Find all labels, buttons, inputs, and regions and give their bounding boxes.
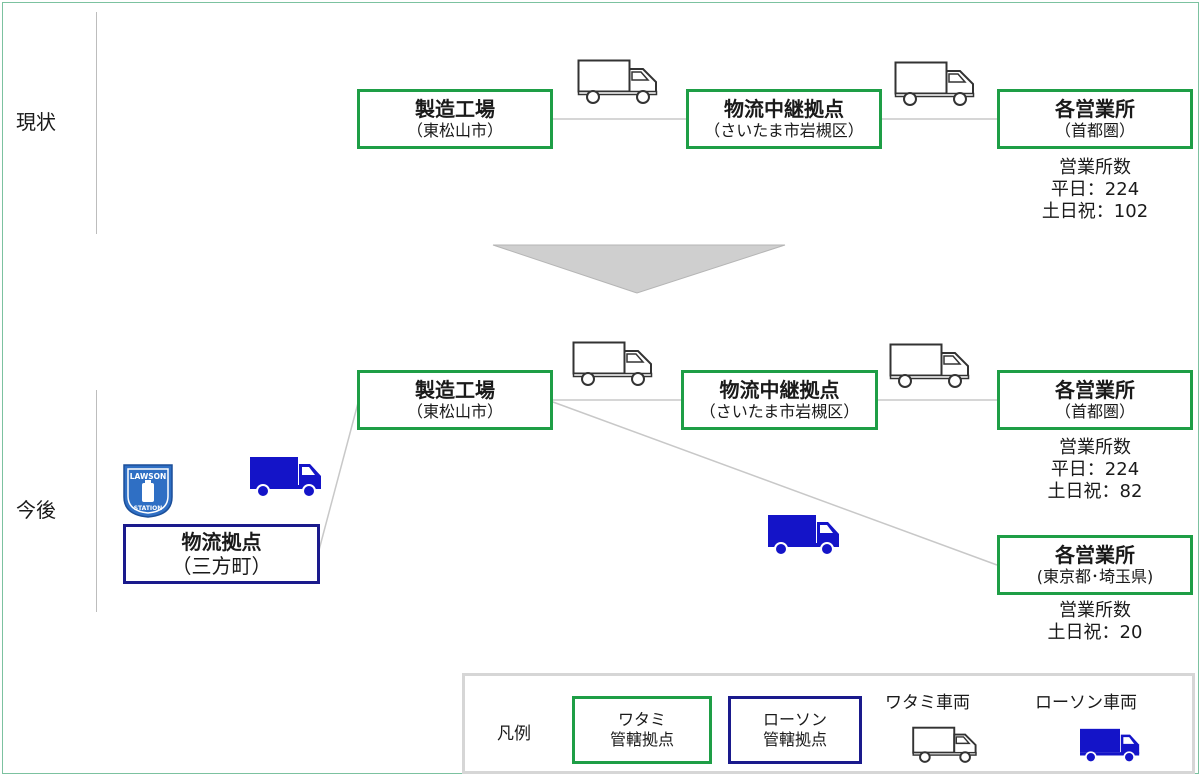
current-offices-sub: （首都圏）	[1054, 121, 1135, 141]
divider-current	[96, 12, 97, 234]
lawson-hub-title: 物流拠点	[181, 530, 262, 554]
current-relay-title: 物流中継拠点	[724, 97, 844, 122]
section-label-future: 今後	[16, 498, 56, 522]
section-label-current: 現状	[16, 110, 56, 134]
legend-watami-vehicle: ワタミ車両	[885, 693, 970, 713]
truck-outline-icon	[889, 343, 970, 388]
future-offices-metro-title: 各営業所	[1055, 378, 1135, 403]
current-info-line3: 土日祝：102	[1041, 201, 1149, 222]
down-triangle-arrow-icon	[492, 244, 786, 294]
lawson-station-logo-icon: LAWSON STATION	[123, 464, 173, 518]
future-factory-title: 製造工場	[415, 378, 495, 403]
lawson-hub-sub: （三方町）	[171, 554, 272, 578]
station-logo-text: STATION	[134, 505, 163, 512]
current-relay-box: 物流中継拠点 （さいたま市岩槻区）	[686, 89, 882, 149]
future-offices-metro-info: 営業所数 平日：224 土日祝：82	[1015, 437, 1175, 503]
lawson-logo-text: LAWSON	[130, 472, 167, 481]
current-factory-title: 製造工場	[415, 97, 495, 122]
current-offices-info: 営業所数 平日：224 土日祝：102	[1015, 157, 1175, 223]
current-offices-title: 各営業所	[1055, 97, 1135, 122]
future-offices-tokyo-info: 営業所数 土日祝：20	[1015, 600, 1175, 644]
future-factory-sub: （東松山市）	[406, 402, 503, 422]
legend-watami-base: ワタミ 管轄拠点	[572, 696, 712, 764]
current-info-line1: 営業所数	[1059, 157, 1131, 178]
truck-outline-icon	[577, 59, 658, 104]
legend-title: 凡例	[497, 724, 531, 744]
future-metro-info-line2: 平日：224	[1050, 459, 1140, 480]
future-relay-sub: （さいたま市岩槻区）	[699, 402, 860, 422]
current-factory-sub: （東松山市）	[406, 121, 503, 141]
future-relay-title: 物流中継拠点	[719, 378, 840, 403]
future-metro-info-line1: 営業所数	[1059, 437, 1131, 458]
divider-future	[96, 390, 97, 612]
current-relay-sub: （さいたま市岩槻区）	[704, 121, 864, 141]
future-tokyo-info-line1: 営業所数	[1059, 600, 1131, 621]
truck-outline-icon	[572, 341, 653, 386]
truck-outline-icon	[894, 61, 975, 106]
legend-lawson-vehicle: ローソン車両	[1035, 693, 1137, 713]
truck-outline-icon	[912, 726, 977, 763]
line-future-factory-tokyo	[552, 401, 998, 566]
legend-watami-base-line2: 管轄拠点	[609, 730, 674, 749]
truck-filled-icon	[250, 457, 321, 498]
line-lawson-factory	[318, 402, 359, 551]
future-offices-tokyo-title: 各営業所	[1055, 543, 1135, 568]
future-metro-info-line3: 土日祝：82	[1047, 481, 1143, 502]
future-factory-box: 製造工場 （東松山市）	[357, 370, 553, 430]
future-offices-tokyo-box: 各営業所 (東京都･埼玉県)	[997, 535, 1193, 595]
legend-watami-base-line1: ワタミ	[617, 710, 666, 729]
current-offices-box: 各営業所 （首都圏）	[997, 89, 1193, 149]
lawson-hub-box: 物流拠点 （三方町）	[123, 524, 320, 584]
future-tokyo-info-line2: 土日祝：20	[1047, 622, 1143, 643]
future-offices-tokyo-sub: (東京都･埼玉県)	[1036, 567, 1154, 587]
current-info-line2: 平日：224	[1050, 179, 1140, 200]
future-offices-metro-sub: （首都圏）	[1054, 402, 1135, 422]
truck-filled-icon	[1080, 728, 1140, 763]
future-relay-box: 物流中継拠点 （さいたま市岩槻区）	[681, 370, 878, 430]
legend-lawson-base-line2: 管轄拠点	[762, 730, 827, 749]
legend: 凡例 ワタミ 管轄拠点 ローソン 管轄拠点 ワタミ車両 ローソン車両	[462, 673, 1195, 774]
legend-lawson-base-line1: ローソン	[762, 710, 827, 729]
legend-lawson-base: ローソン 管轄拠点	[728, 696, 862, 764]
future-offices-metro-box: 各営業所 （首都圏）	[997, 370, 1193, 430]
truck-filled-icon	[768, 515, 839, 556]
current-factory-box: 製造工場 （東松山市）	[357, 89, 553, 149]
